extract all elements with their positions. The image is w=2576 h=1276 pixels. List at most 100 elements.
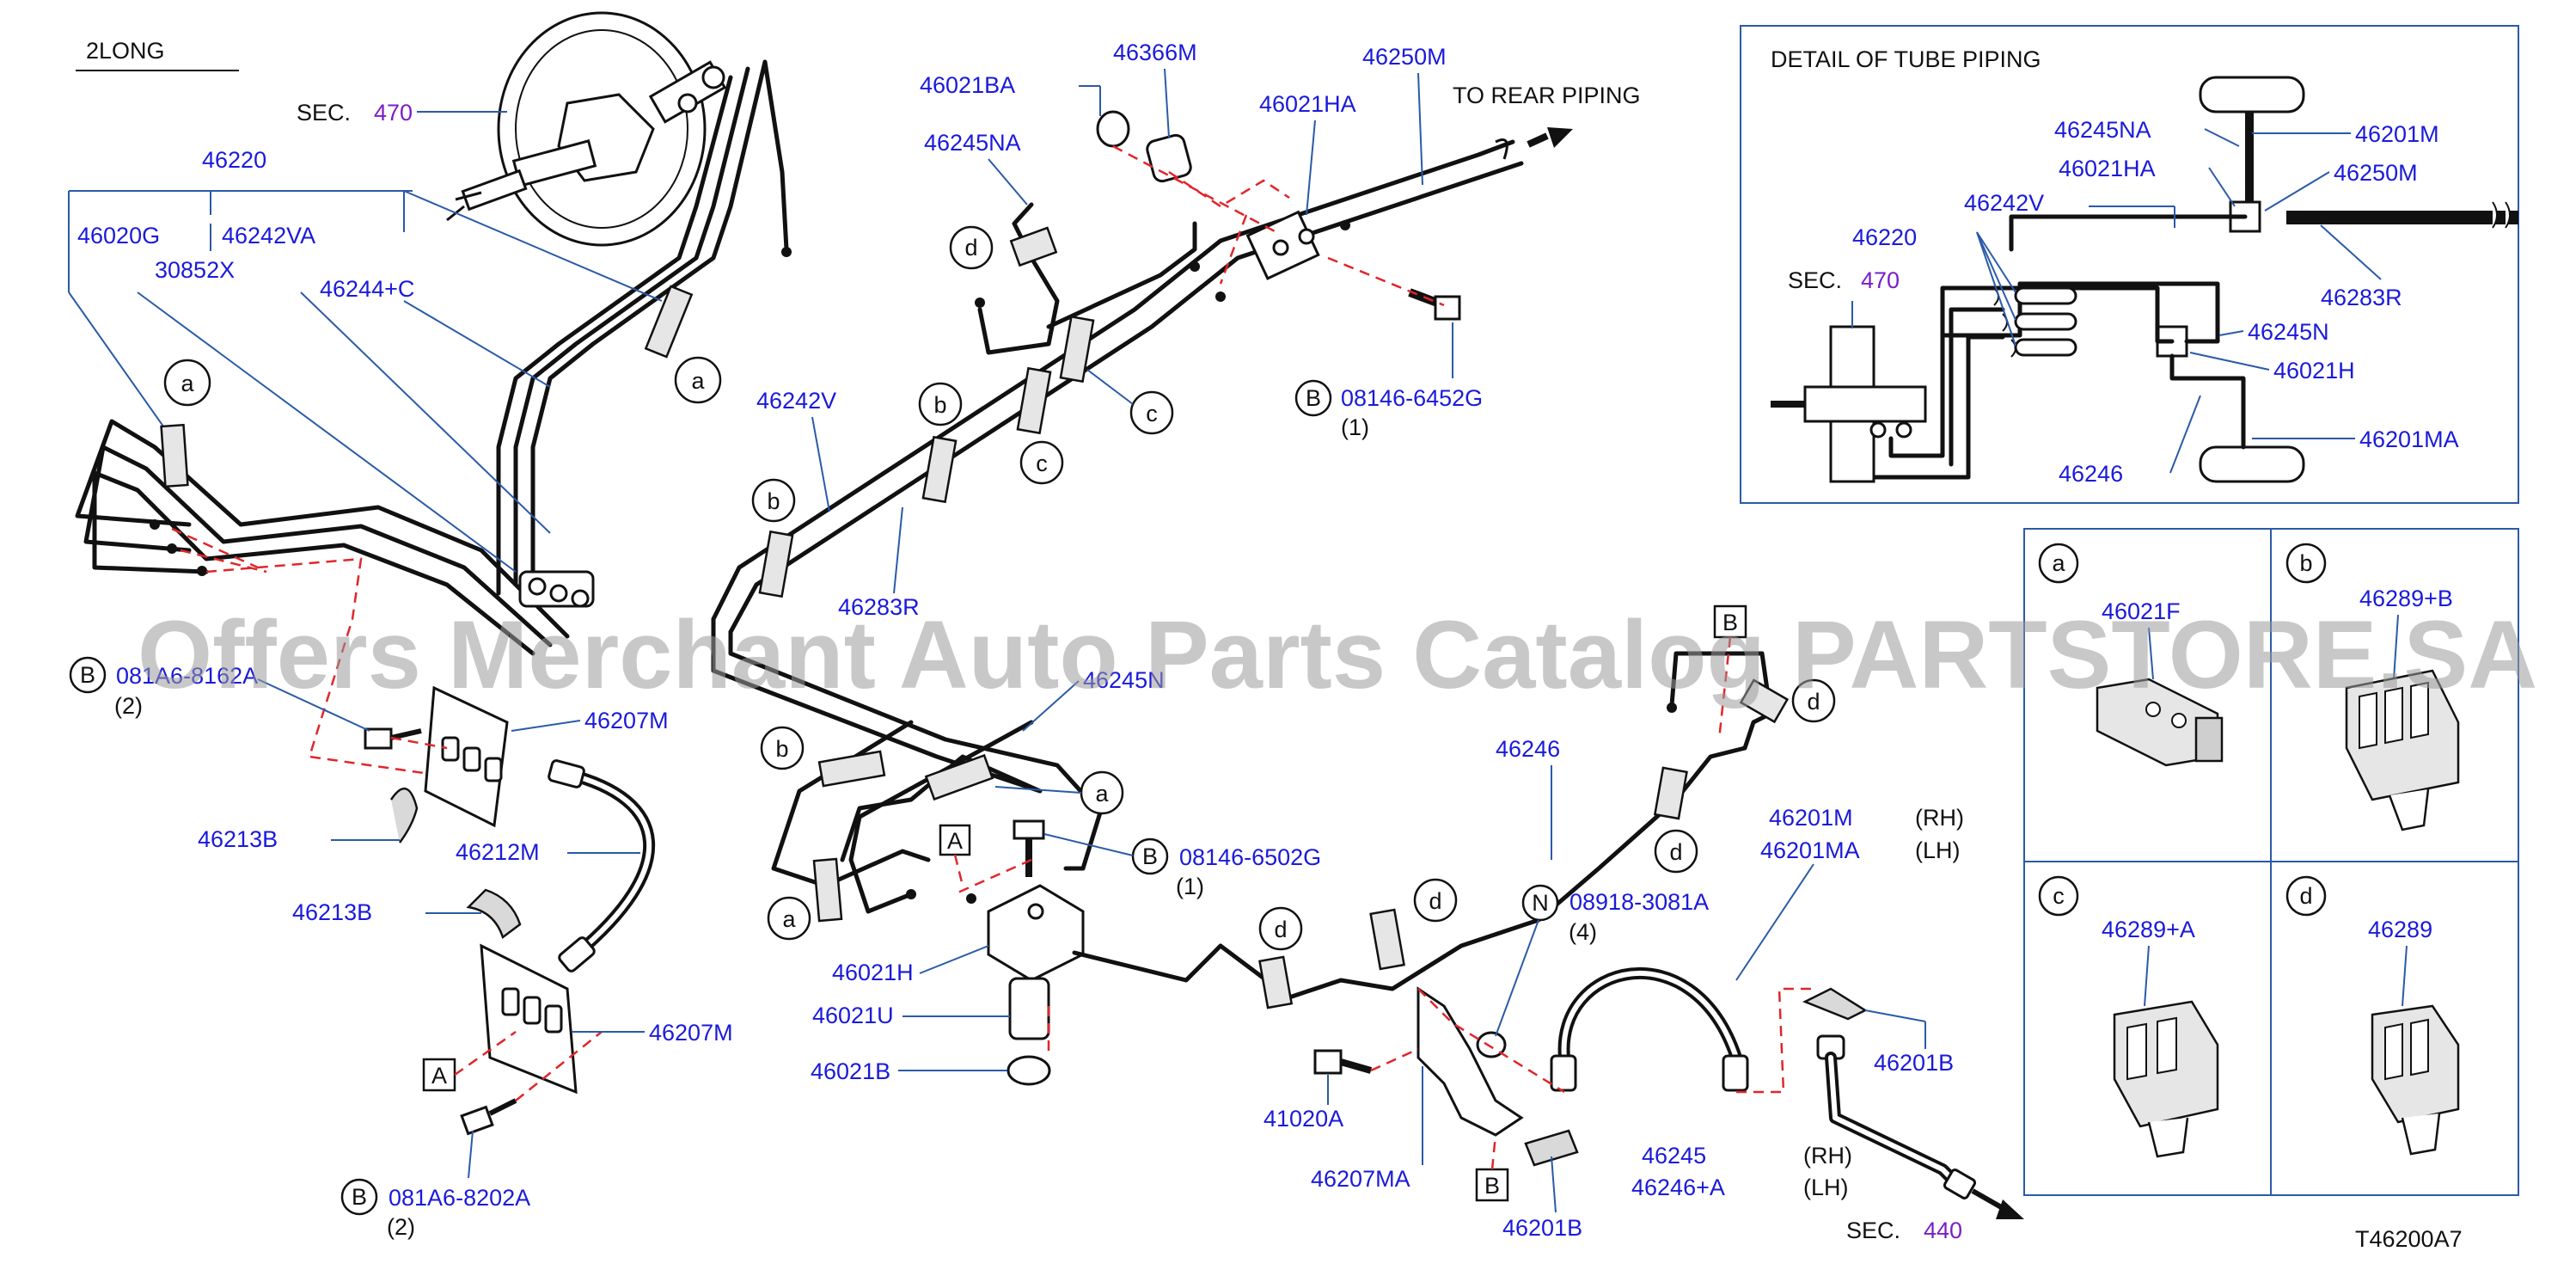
detail-label-46201MA: 46201MA [2359,426,2459,452]
detail-label-46283R: 46283R [2321,285,2402,310]
label-46220: 46220 [202,147,266,173]
label-08918-3081A: 08918-3081A [1569,889,1709,915]
callout-d-top: d [964,235,977,261]
legend-letter-a: a [2052,550,2065,576]
box-A-center: A [947,828,963,854]
qty-1-a: (1) [1341,414,1369,440]
callout-d-3: d [1429,888,1441,914]
legend-letter-b: b [2299,550,2312,576]
detail-label-46245NA: 46245NA [2054,117,2151,143]
detail-sec-prefix: SEC. [1788,267,1842,293]
label-46283R: 46283R [838,594,920,620]
detail-label-46220: 46220 [1852,224,1917,250]
label-46207M-top: 46207M [584,708,669,733]
box-A-left: A [431,1063,447,1089]
rear-piping-upper [711,110,1573,635]
detail-label-46242V: 46242V [1964,190,2044,216]
clip-46021F-illustration [2096,678,2224,767]
label-30852X: 30852X [155,257,235,283]
model-code: 2LONG [86,38,165,64]
detail-title: DETAIL OF TUBE PIPING [1771,46,2041,72]
label-46250M: 46250M [1362,44,1447,70]
detail-schematic [1771,76,2518,483]
detail-label-46021HA: 46021HA [2059,156,2156,181]
callout-a-left: a [181,371,194,396]
brake-booster-illustration [446,11,727,247]
front-left-brake-hose [364,685,656,1136]
label-46207M-bot: 46207M [649,1020,733,1046]
label-46244C: 46244+C [320,276,414,302]
clip-46289A-illustration [2113,1000,2219,1158]
label-46213B-1: 46213B [198,826,278,852]
label-46245N: 46245N [1083,667,1165,693]
rh-46201M: (RH) [1915,805,1964,831]
detail-sec-470: 470 [1861,267,1900,293]
label-46212M: 46212M [456,839,540,865]
watermark-text: Offers Merchant Auto Parts Catalog PARTS… [138,601,2537,709]
label-46207MA: 46207MA [1311,1166,1410,1192]
callout-d-4: d [1669,839,1682,865]
callout-b-3: b [775,736,788,762]
label-46020G: 46020G [77,223,160,248]
callout-b-1: b [767,488,780,514]
legend-part-46289B: 46289+B [2359,586,2453,611]
label-46021U: 46021U [812,1003,894,1028]
lh-46201MA: (LH) [1915,837,1961,863]
label-41020A: 41020A [1264,1106,1343,1132]
callout-a-booster: a [691,368,705,394]
label-46021H: 46021H [832,960,914,985]
clip-46289B-illustration [2345,669,2460,831]
label-081A6-8202A: 081A6-8202A [389,1185,530,1211]
qty-1-b: (1) [1176,874,1204,899]
detail-label-46246: 46246 [2059,461,2123,487]
qty-2-a: (2) [114,693,143,719]
callout-circle-B-2: B [352,1184,367,1210]
rear-brake-hose [1313,967,2024,1219]
callout-b-2: b [933,392,946,418]
callout-d-5: d [1807,689,1820,715]
label-46201B-right: 46201B [1874,1050,1954,1076]
label-46245NA: 46245NA [924,130,1021,156]
rh-46245: (RH) [1803,1143,1852,1169]
callout-a-2: a [1095,781,1109,807]
sec-prefix-440: SEC. [1846,1218,1900,1243]
qty-4: (4) [1569,919,1597,945]
callout-c-1: c [1036,451,1048,476]
legend-part-46289A: 46289+A [2102,917,2195,942]
legend-part-46021F: 46021F [2102,598,2181,624]
label-46245: 46245 [1642,1143,1706,1169]
sec-470-top: 470 [374,100,413,126]
callout-c-2: c [1146,401,1158,426]
callout-circle-B-4: B [1142,844,1158,869]
sec-440: 440 [1924,1218,1962,1243]
sec-prefix-470-top: SEC. [297,100,351,126]
label-46242VA: 46242VA [222,223,315,248]
label-46021BA: 46021BA [920,72,1015,98]
callout-circle-N: N [1532,890,1549,916]
label-46201B-bottom: 46201B [1502,1215,1582,1241]
callout-circle-B-3: B [1306,385,1321,411]
detail-label-46201M: 46201M [2355,121,2439,147]
left-brake-tubes [75,59,792,656]
box-B-bottom: B [1484,1173,1500,1199]
lh-46246A: (LH) [1803,1175,1849,1200]
label-46246: 46246 [1496,736,1560,762]
to-rear-piping-label: TO REAR PIPING [1453,83,1641,108]
legend-part-46289: 46289 [2368,917,2432,942]
label-46242V: 46242V [756,388,836,414]
detail-label-46245N: 46245N [2248,319,2329,345]
label-46201MA: 46201MA [1760,837,1860,863]
clip-46289-illustration [2371,1004,2460,1156]
label-46213B-2: 46213B [292,899,372,925]
label-46201M: 46201M [1769,805,1853,831]
box-B-top: B [1722,610,1738,635]
callout-circle-B-1: B [80,662,95,688]
label-46246A: 46246+A [1631,1175,1725,1200]
figure-code: T46200A7 [2355,1226,2463,1252]
label-46021B: 46021B [811,1058,890,1084]
label-46366M: 46366M [1113,40,1197,65]
label-081A6-8162A: 081A6-8162A [116,663,258,689]
detail-label-46250M: 46250M [2334,160,2418,186]
legend-letter-d: d [2299,883,2312,909]
